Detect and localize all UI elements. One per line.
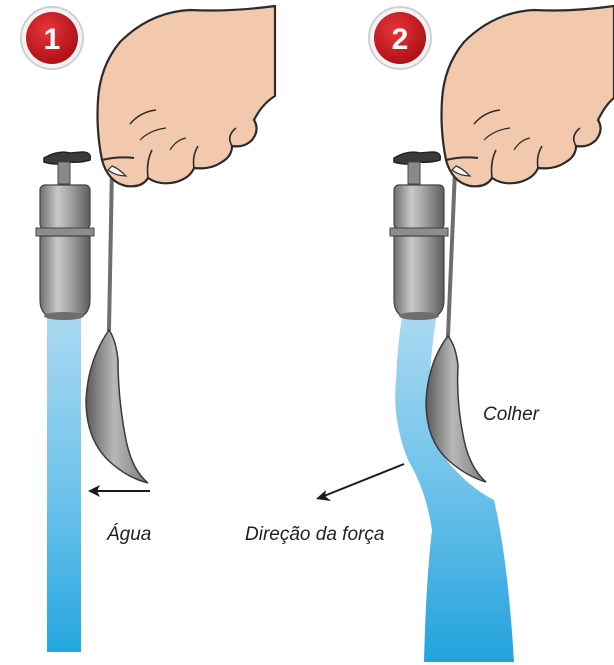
spoon-label: Colher [483,404,540,425]
panel-1: 1 [21,6,275,652]
step-number-2: 2 [392,23,409,56]
spoon-1 [86,168,148,483]
step-badge-1: 1 [21,7,83,69]
force-direction-label: Direção da força [245,524,384,545]
step-badge-2: 2 [369,7,431,69]
hand-2 [442,6,614,186]
hand-1 [98,6,276,186]
step-number-1: 1 [44,23,61,56]
panel-2: 2 [245,6,614,662]
water-label: Água [106,524,151,545]
force-arrow-2 [316,464,404,501]
faucet-1 [36,152,94,320]
faucet-2 [390,152,448,320]
water-stream-straight [47,318,81,652]
force-arrow-1 [88,485,150,497]
